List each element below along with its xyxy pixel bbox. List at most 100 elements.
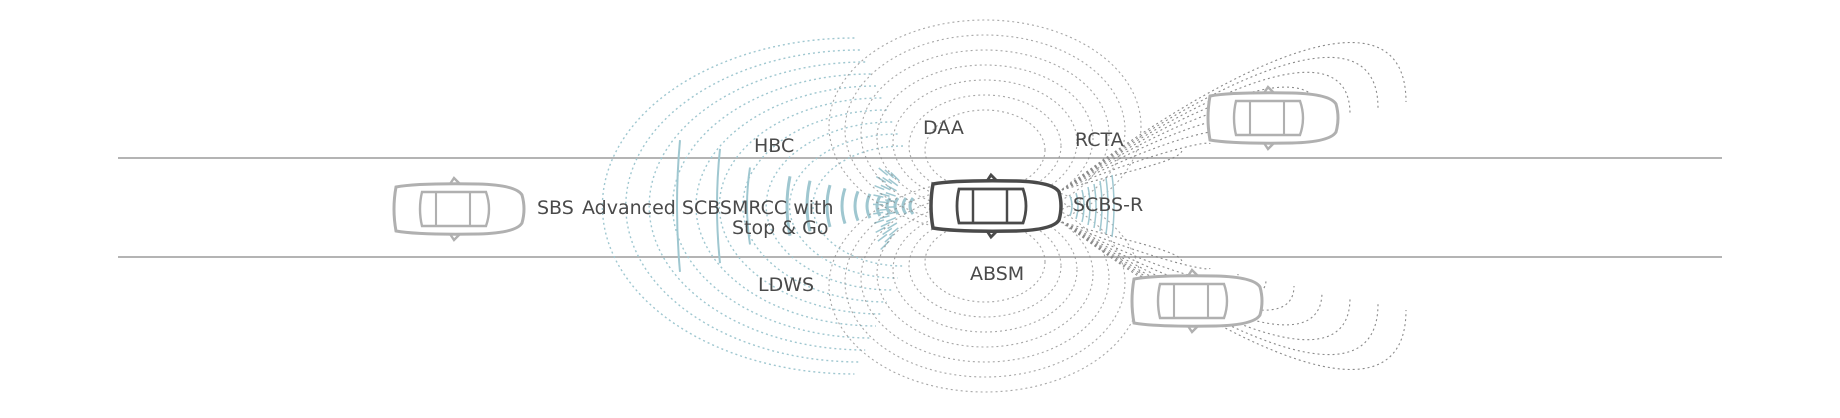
car-body <box>929 179 1063 233</box>
car-mirror-right <box>449 233 461 242</box>
camera-dotted-arc <box>648 61 866 351</box>
label-mrcc-line2: Stop & Go <box>732 217 829 239</box>
label-absm: ABSM <box>970 263 1025 285</box>
absm-dotted-loop <box>844 186 1126 378</box>
car-cabin <box>955 187 1028 225</box>
forward-wave-arc <box>805 180 812 232</box>
upper-right-car-icon <box>1206 85 1340 151</box>
rcta-dotted-curve <box>1061 221 1351 341</box>
label-ldws: LDWS <box>758 274 815 296</box>
scbs-r-wave <box>1069 195 1073 217</box>
car-body <box>1206 91 1340 145</box>
forward-wave-tick <box>882 176 893 185</box>
car-mirror-right <box>985 230 998 240</box>
rcta-dotted-curve <box>1061 149 1183 191</box>
scbs-r-wave <box>1099 180 1103 232</box>
car-mirror-left <box>1263 85 1275 94</box>
forward-wave-tick <box>887 222 898 230</box>
forward-wave-tick <box>888 227 899 236</box>
camera-dotted-arc <box>718 97 882 315</box>
absm-dotted-loop <box>924 221 1046 303</box>
rcta-dotted-curve <box>1061 57 1379 191</box>
scbs-r-wave <box>1105 177 1109 235</box>
car-mirror-left <box>449 176 461 185</box>
rcta-dotted-curve <box>1061 130 1239 191</box>
camera-dotted-arc <box>788 133 898 279</box>
scbs-r-wave <box>1087 186 1091 226</box>
forward-wave-tick <box>885 217 897 223</box>
forward-wave-arc <box>853 190 860 222</box>
scbs-r-wave <box>1081 189 1085 223</box>
forward-wave-arc <box>840 187 847 225</box>
label-daa: DAA <box>923 117 964 139</box>
label-hbc: HBC <box>754 135 795 157</box>
forward-wave-tick <box>873 194 884 198</box>
forward-wave-tick <box>882 227 893 236</box>
forward-wave-arc <box>785 176 792 236</box>
daa-dotted-loop <box>876 64 1094 212</box>
forward-wave-arc <box>893 197 900 215</box>
forward-wave-tick <box>879 201 890 204</box>
daa-dotted-loop <box>860 49 1110 219</box>
absm-dotted-loop <box>876 200 1094 348</box>
forward-wave-tick <box>885 192 896 197</box>
rcta-dotted-curve <box>1061 71 1351 191</box>
forward-wave-tick <box>874 184 885 191</box>
car-body <box>392 182 526 236</box>
front-camera-dotted-arcs <box>601 37 904 375</box>
rcta-dotted-curve <box>1061 221 1379 355</box>
forward-wave-tick <box>886 185 897 192</box>
scbs-r-wave <box>1111 174 1115 238</box>
car-mirror-left <box>985 172 998 182</box>
forward-wave-tick <box>888 178 899 187</box>
car-body <box>1130 274 1264 328</box>
rcta-dotted-curve <box>1061 221 1211 270</box>
rear-car-icon <box>392 176 526 242</box>
scbs-r-wave <box>1075 192 1079 220</box>
car-mirror-right <box>1263 142 1275 151</box>
camera-dotted-arc <box>601 37 855 375</box>
forward-wave-arc <box>825 184 832 228</box>
forward-wave-tick <box>877 233 888 242</box>
label-advanced-scbs: Advanced SCBS <box>582 197 732 219</box>
forward-wave-tick <box>890 172 900 182</box>
forward-wave-arc <box>716 148 721 264</box>
camera-dotted-arc <box>765 121 893 291</box>
forward-wave-tick <box>878 167 889 176</box>
forward-wave-tick <box>880 184 891 191</box>
forward-wave-arc <box>865 193 872 219</box>
daa-dotted-loop <box>828 19 1142 233</box>
scbs-r-wave <box>1093 183 1097 229</box>
forward-wave-tick <box>879 208 890 211</box>
forward-wave-arc <box>676 140 681 272</box>
forward-wave-tick <box>880 221 891 228</box>
car-mirror-left <box>1187 268 1199 277</box>
forward-wave-arc <box>875 195 882 217</box>
forward-wave-tick <box>875 226 886 234</box>
car-cabin <box>1156 282 1229 320</box>
car-cabin <box>1232 99 1305 137</box>
camera-dotted-arc <box>671 73 871 339</box>
forward-wave-tick <box>885 199 896 203</box>
lower-right-car-icon <box>1130 268 1264 334</box>
ego-car-icon <box>929 172 1063 240</box>
forward-wave-tick <box>884 233 895 243</box>
rcta-dotted-curve <box>1061 41 1407 191</box>
forward-sensor-waves <box>676 140 915 272</box>
car-cabin <box>418 190 491 228</box>
rcta-dotted-curve <box>1061 221 1239 282</box>
camera-dotted-arc <box>812 145 904 267</box>
forward-wave-tick <box>884 169 895 179</box>
camera-dotted-arc <box>742 109 887 303</box>
label-scbs-r: SCBS-R <box>1073 194 1144 216</box>
forward-wave-tick <box>879 215 890 220</box>
camera-dotted-arc <box>625 49 860 363</box>
car-mirror-right <box>1187 325 1199 334</box>
label-sbs: SBS <box>537 197 574 219</box>
forward-wave-arc <box>908 197 915 215</box>
forward-wave-arc <box>901 197 908 215</box>
label-mrcc-line1: MRCC with <box>732 197 834 219</box>
rcta-dotted-curve <box>1061 221 1323 326</box>
label-rcta: RCTA <box>1075 129 1124 151</box>
